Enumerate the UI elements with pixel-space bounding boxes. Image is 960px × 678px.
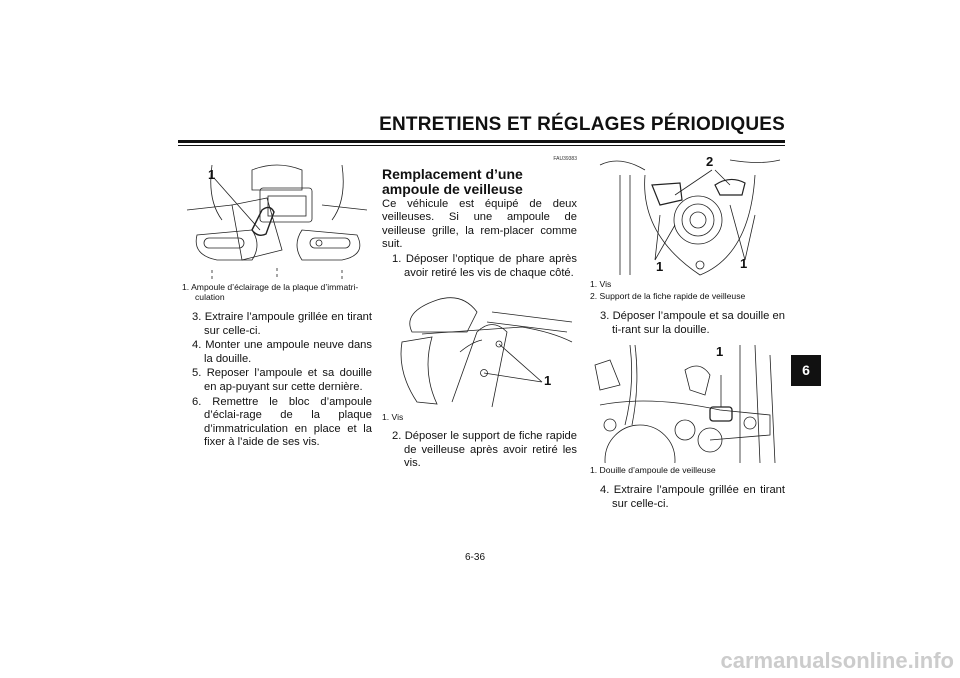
column-2: FAU39383 Remplacement d’une ampoule de v… [382,153,577,471]
watermark: carmanualsonline.info [720,648,955,673]
figure-caption: 1. Douille d’ampoule de veilleuse [590,465,716,476]
figure-caption: 1. Ampoule d’éclairage de la plaque d’im… [182,282,359,302]
figure-bulb-socket: 1 [590,344,785,464]
header-rule [178,140,785,143]
chapter-tab: 6 [791,355,821,386]
figure-caption: 1. Vis [382,412,404,423]
figure-caption-1: 1. Vis [590,279,612,289]
step-5: 5. Reposer l’ampoule et sa douille en ap… [192,367,372,393]
page-number: 6-36 [465,552,486,563]
reference-code: FAU39383 [553,156,577,162]
step-3: 3. Déposer l’ampoule et sa douille en ti… [600,310,785,336]
callout-1-left: 1 [656,259,664,274]
callout-1: 1 [716,344,724,360]
callout-1-right: 1 [740,256,748,271]
column-3: 2 1 1 1. Vis 2. Support de la fiche rapi… [590,155,785,511]
callout-1: 1 [208,167,216,182]
figure-license-plate-bulb: 1 [182,160,372,280]
header-rule-thin [178,145,785,146]
step-3: 3. Extraire l’ampoule grillée en tirant … [192,311,372,337]
column-1: 1 1. Ampoule d’éclairage de la plaque d’… [182,160,372,450]
callout-1: 1 [544,373,552,389]
callout-2: 2 [706,154,714,169]
figure-bulb-holder-bracket: 2 1 1 [590,155,785,277]
step-4: 4. Extraire l’ampoule grillée en tirant … [600,484,785,510]
page-title: ENTRETIENS ET RÉGLAGES PÉRIODIQUES [379,114,785,135]
figure-headlight-screws: 1 [382,292,577,410]
step-2: 2. Déposer le support de fiche rapide de… [392,430,577,470]
step-6: 6. Remettre le bloc d’ampoule d’éclai-ra… [192,395,372,449]
step-1: 1. Déposer l’optique de phare après avoi… [392,252,577,279]
intro-paragraph: Ce véhicule est équipé de deux veilleuse… [382,197,577,251]
section-heading: Remplacement d’une ampoule de veilleuse [382,165,523,197]
step-4: 4. Monter une ampoule neuve dans la doui… [192,339,372,365]
figure-caption-2: 2. Support de la fiche rapide de veilleu… [590,291,746,301]
